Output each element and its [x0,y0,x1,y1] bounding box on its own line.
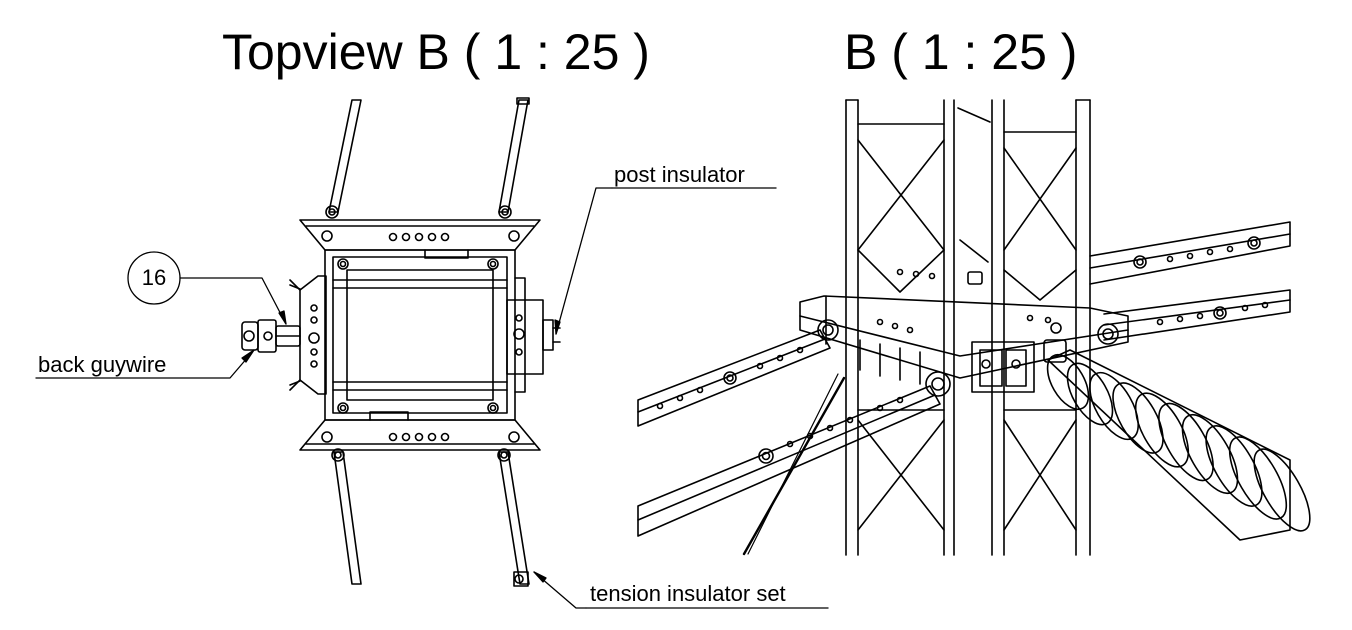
guy-cable [742,373,846,556]
guy-arms [325,97,530,587]
topview-drawing [241,97,561,587]
post-insulator-bracket [506,277,561,393]
left-lower-arm [637,385,941,537]
bottom-crossarm [299,419,541,451]
callout-number: 16 [141,265,167,290]
upper-right-arms [1089,221,1291,341]
left-plate [289,275,327,395]
left-upper-arm [637,329,831,427]
post-insulator-label: post insulator [614,162,745,187]
central-frame [324,249,516,421]
top-crossarm [299,219,541,251]
topview-title: Topview B ( 1 : 25 ) [222,24,650,80]
guywire-fitting [241,319,301,353]
detail-title: B ( 1 : 25 ) [844,24,1078,80]
crossarm-assembly [799,268,1129,397]
back-guywire-label: back guywire [38,352,167,377]
detail-drawing [637,99,1311,556]
lattice-mast [845,99,1091,556]
tension-insulator-label: tension insulator set [590,581,786,606]
leader-lines [35,187,829,609]
post-insulator [1043,339,1311,541]
